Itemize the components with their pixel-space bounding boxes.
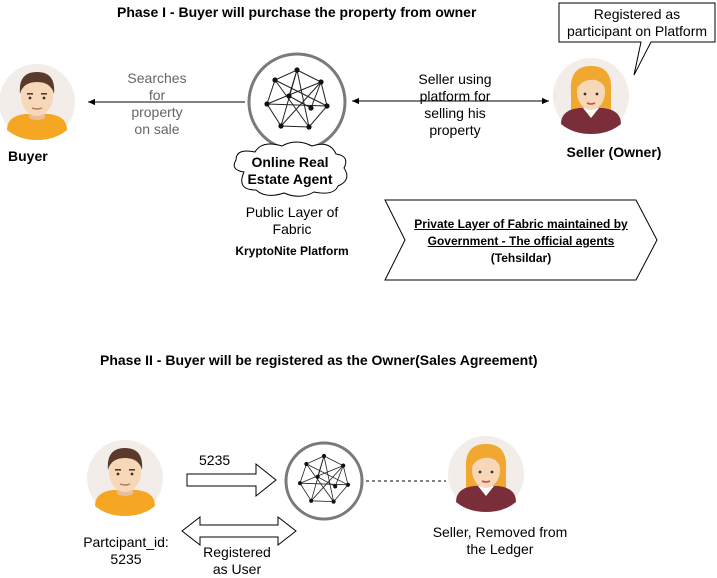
public-layer-text: Public Layer of Fabric: [245, 204, 339, 237]
private-layer-text: Private Layer of Fabric maintained by Go…: [414, 217, 628, 265]
registered-callout-text: Registered as participant on Platform: [566, 6, 708, 39]
id-value: 5235: [199, 452, 231, 468]
registered-callout-shape: [558, 2, 716, 76]
buyer-action-text: Searches for property on sale: [127, 70, 187, 137]
seller-label: Seller (Owner): [566, 144, 662, 160]
fabric-network-node-2: [284, 441, 364, 521]
phase2-title: Phase II - Buyer will be registered as t…: [100, 352, 538, 368]
private-layer-shape: [384, 199, 658, 281]
seller-avatar: [552, 57, 630, 135]
agent-cloud-shape: [233, 141, 348, 197]
phase1-title: Phase I - Buyer will purchase the proper…: [117, 4, 477, 20]
agent-cloud-text: Online Real Estate Agent: [247, 154, 333, 187]
registered-user-text: Registered as User: [203, 544, 271, 577]
buyer-label: Buyer: [8, 148, 48, 164]
seller-removed-text: Seller, Removed from the Ledger: [432, 524, 568, 557]
id-transfer-arrow: [186, 462, 277, 498]
removed-seller-avatar: [447, 435, 525, 513]
seller-action-text: Seller using platform for selling his pr…: [418, 71, 492, 138]
platform-name: KryptoNite Platform: [235, 244, 349, 258]
participant-avatar: [86, 439, 164, 517]
buyer-avatar: [0, 63, 76, 141]
registration-arrow: [181, 515, 297, 547]
participant-id-text: Partcipant_id: 5235: [83, 534, 169, 567]
